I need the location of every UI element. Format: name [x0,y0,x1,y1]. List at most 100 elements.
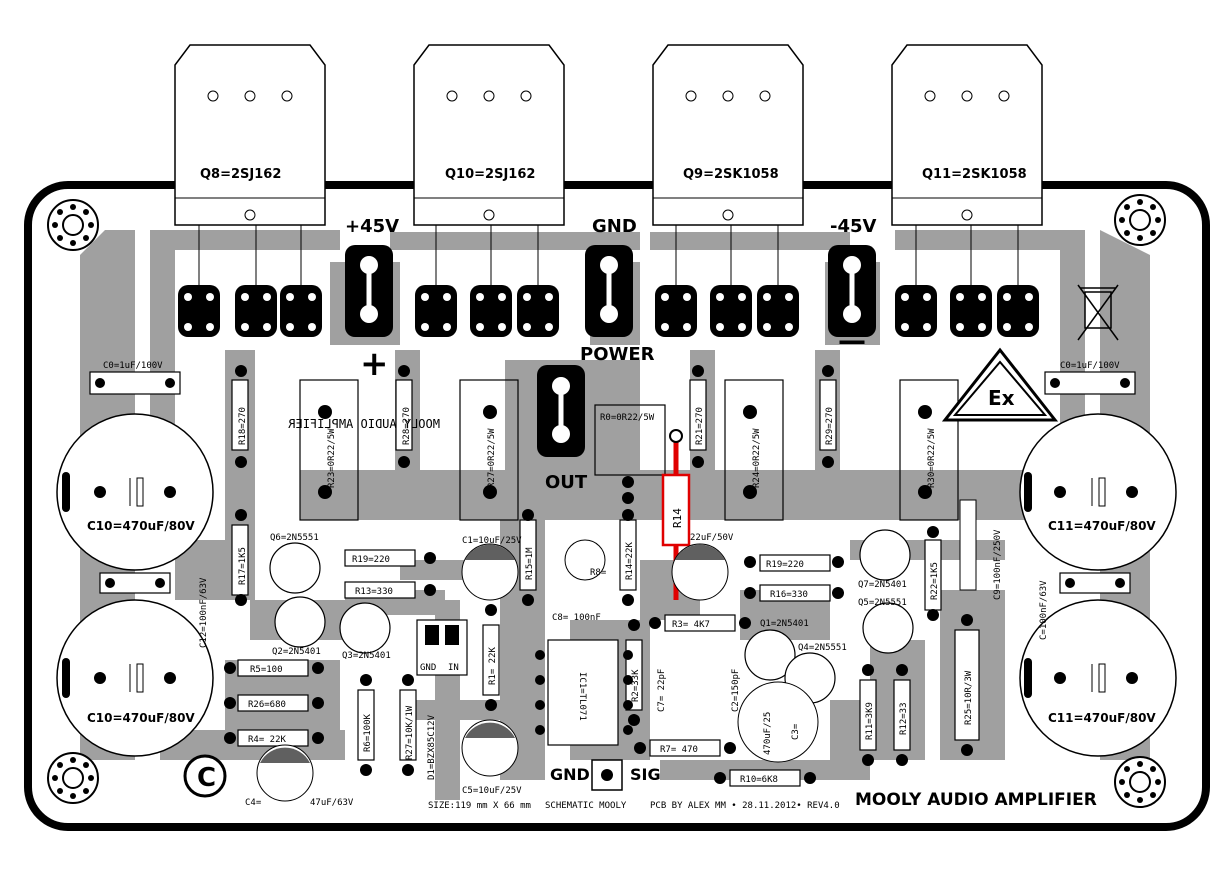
label-r18: R18=270 [238,407,248,445]
label-r12: R12=33 [899,702,909,735]
transistor-q8 [174,44,326,226]
ex-warning-icon: Ex [941,347,1059,422]
input-connector [416,619,468,676]
label-c10-bottom: C10=470uF/80V [87,711,195,725]
label-q11: Q11=2SK1058 [922,167,1027,182]
label-in: IN [448,663,459,673]
label-r3: R3= 4K7 [672,620,710,630]
label-c3-val: 470uF/25 [763,712,773,755]
film-caps [89,371,1136,594]
label-r4: R4= 22K [248,735,287,745]
cap-c11-top [1019,413,1177,571]
label-r29: R29=270 [825,407,835,445]
label-r16: R16=330 [770,590,808,600]
label-q3: Q3=2N5401 [342,651,391,661]
film-cap-pads [95,378,1130,588]
transistor-leads [198,225,1019,297]
label-r26: R26=680 [248,700,286,710]
ic1-package [535,639,633,746]
label-q1: Q1=2N5401 [760,619,809,629]
label-r6: R6=100K [363,713,373,752]
label-c-right: C=100nF/63V [1039,580,1049,640]
label-r21: R21=270 [695,407,705,445]
mounting-hole-tl [47,199,99,251]
label-r17: R17=1K5 [238,547,248,585]
label-r8: R8= [590,568,607,578]
label-r23: R23=0R22/5W [327,428,337,488]
label-q10: Q10=2SJ162 [445,167,535,182]
label-r15: R15=1M [525,547,535,580]
label-r13: R13=330 [355,587,393,597]
label-power: POWER [580,344,655,365]
label-plus45: +45V [345,216,399,237]
label-minus-sign: — [838,324,866,357]
label-c5: C5=10uF/25V [462,786,522,796]
label-ic1: IC1=TL071 [577,672,587,721]
label-r27-10k: R27=10K/1W [405,705,415,760]
label-out: OUT [545,472,588,493]
label-r27: R27=0R22/5W [487,428,497,488]
label-r5: R5=100 [250,665,283,675]
label-c11-top: C11=470uF/80V [1048,519,1156,533]
cap-c10-top [56,413,214,571]
copyright-icon: C [183,754,227,798]
pad-holes [184,293,1033,331]
label-c10-top: C10=470uF/80V [87,519,195,533]
emitter-resistors [299,379,959,521]
cap-c11-bottom [1019,599,1177,757]
label-r25: R25=10R/3W [964,670,974,725]
small-electrolytics [256,539,819,802]
label-c12: C12=100nF/63V [199,577,209,648]
label-r30: R30=0R22/5W [927,428,937,488]
label-c2: C2=150pF [731,669,741,712]
footer-size: SIZE:119 mm X 66 mm [428,801,531,811]
mirrored-silk-text: MOOLY AUDIO AMPLIFIER [288,417,440,431]
transistor-q9 [652,44,804,226]
label-c0-left: C0=1uF/100V [103,361,163,371]
cap-c10-bottom [56,599,214,757]
label-gnd-sig: GND [550,765,590,784]
label-c1: C1=10uF/25V [462,536,522,546]
label-q7: Q7=2N5401 [858,580,907,590]
label-c11-bottom: C11=470uF/80V [1048,711,1156,725]
label-r0: R0=0R22/5W [600,413,655,423]
label-q8: Q8=2SJ162 [200,167,281,182]
label-r14-22k: R14=22K [625,541,635,580]
mounting-hole-br [1114,756,1166,808]
footer-schematic: SCHEMATIC MOOLY [545,801,627,811]
label-r10: R10=6K8 [740,775,778,785]
label-c7: C7= 22pF [657,669,667,712]
label-c8: C8= 100nF [552,613,601,623]
cap-c9-body [959,499,977,591]
label-gnd: GND [592,216,637,237]
label-q4: Q4=2N5551 [798,643,847,653]
label-r1: R1= 22K [488,646,498,685]
label-c3: C3= [791,723,801,740]
transistor-q11 [891,44,1043,226]
mounting-hole-bl [47,752,99,804]
label-r7: R7= 470 [660,745,698,755]
label-plus-sign: + [360,344,389,384]
small-resistor-bodies-h [237,549,831,787]
label-q2: Q2=2N5401 [272,647,321,657]
label-r24: R24=0R22/5W [752,428,762,488]
label-minus45: -45V [830,216,877,237]
mounting-hole-tr [1114,194,1166,246]
svg-text:Ex: Ex [988,386,1015,410]
label-q6: Q6=2N5551 [270,533,319,543]
label-r19-left: R19=220 [352,555,390,565]
label-r19-right: R19=220 [766,560,804,570]
footer-pcb: PCB BY ALEX MM • 28.11.2012• REV4.0 [650,801,840,811]
label-r2: R2=33K [631,669,641,702]
power-terminals [345,245,876,457]
label-in-gnd: GND [420,663,436,673]
label-c4-val: 47uF/63V [310,798,354,808]
transistor-q10 [413,44,565,226]
label-c0-right: C0=1uF/100V [1060,361,1120,371]
label-r14-red: R14 [671,508,684,528]
footer-title: MOOLY AUDIO AMPLIFIER [855,790,1097,810]
gnd-sig-connector [591,759,623,791]
label-c-22uf: 22uF/50V [690,533,734,543]
label-r22: R22=1K5 [930,562,940,600]
label-q5: Q5=2N5551 [858,598,907,608]
